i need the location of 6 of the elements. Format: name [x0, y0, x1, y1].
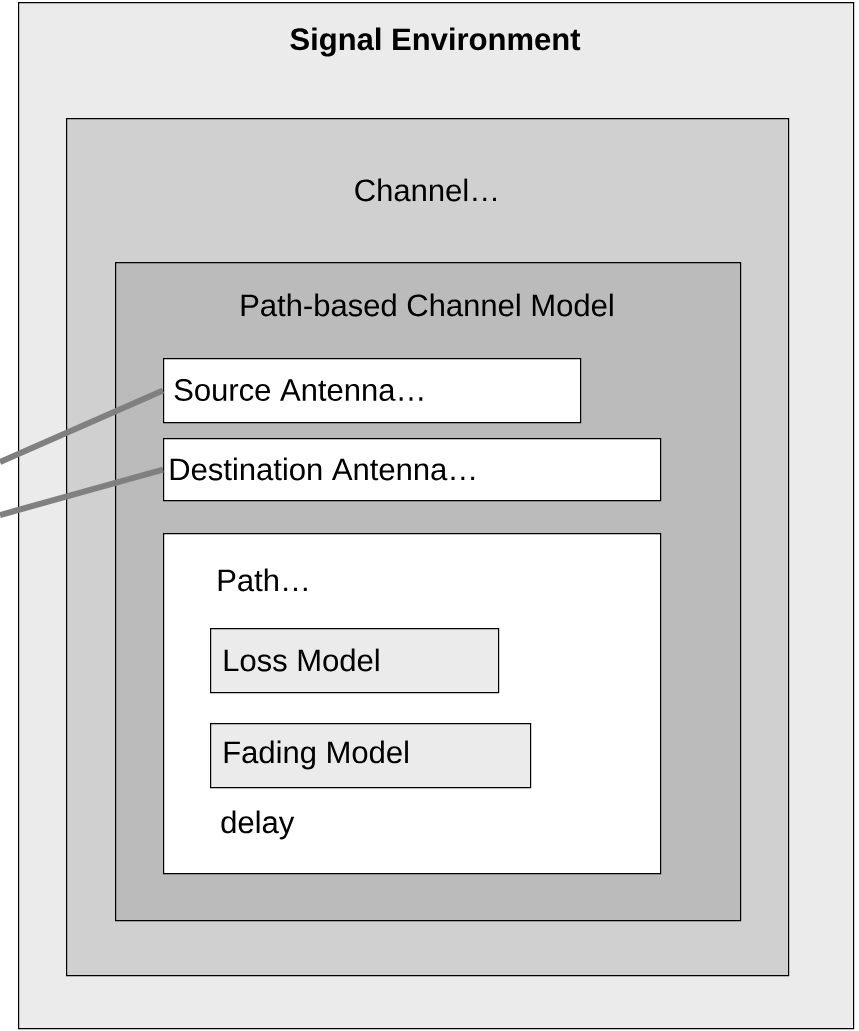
connector-line: [0, 466, 164, 518]
item-box: Destination Antenna…: [163, 438, 662, 502]
item-box: Loss Model: [210, 628, 500, 694]
item-box: Source Antenna…: [163, 358, 582, 424]
item-box: Fading Model: [210, 723, 532, 789]
connector-line: [0, 387, 165, 465]
